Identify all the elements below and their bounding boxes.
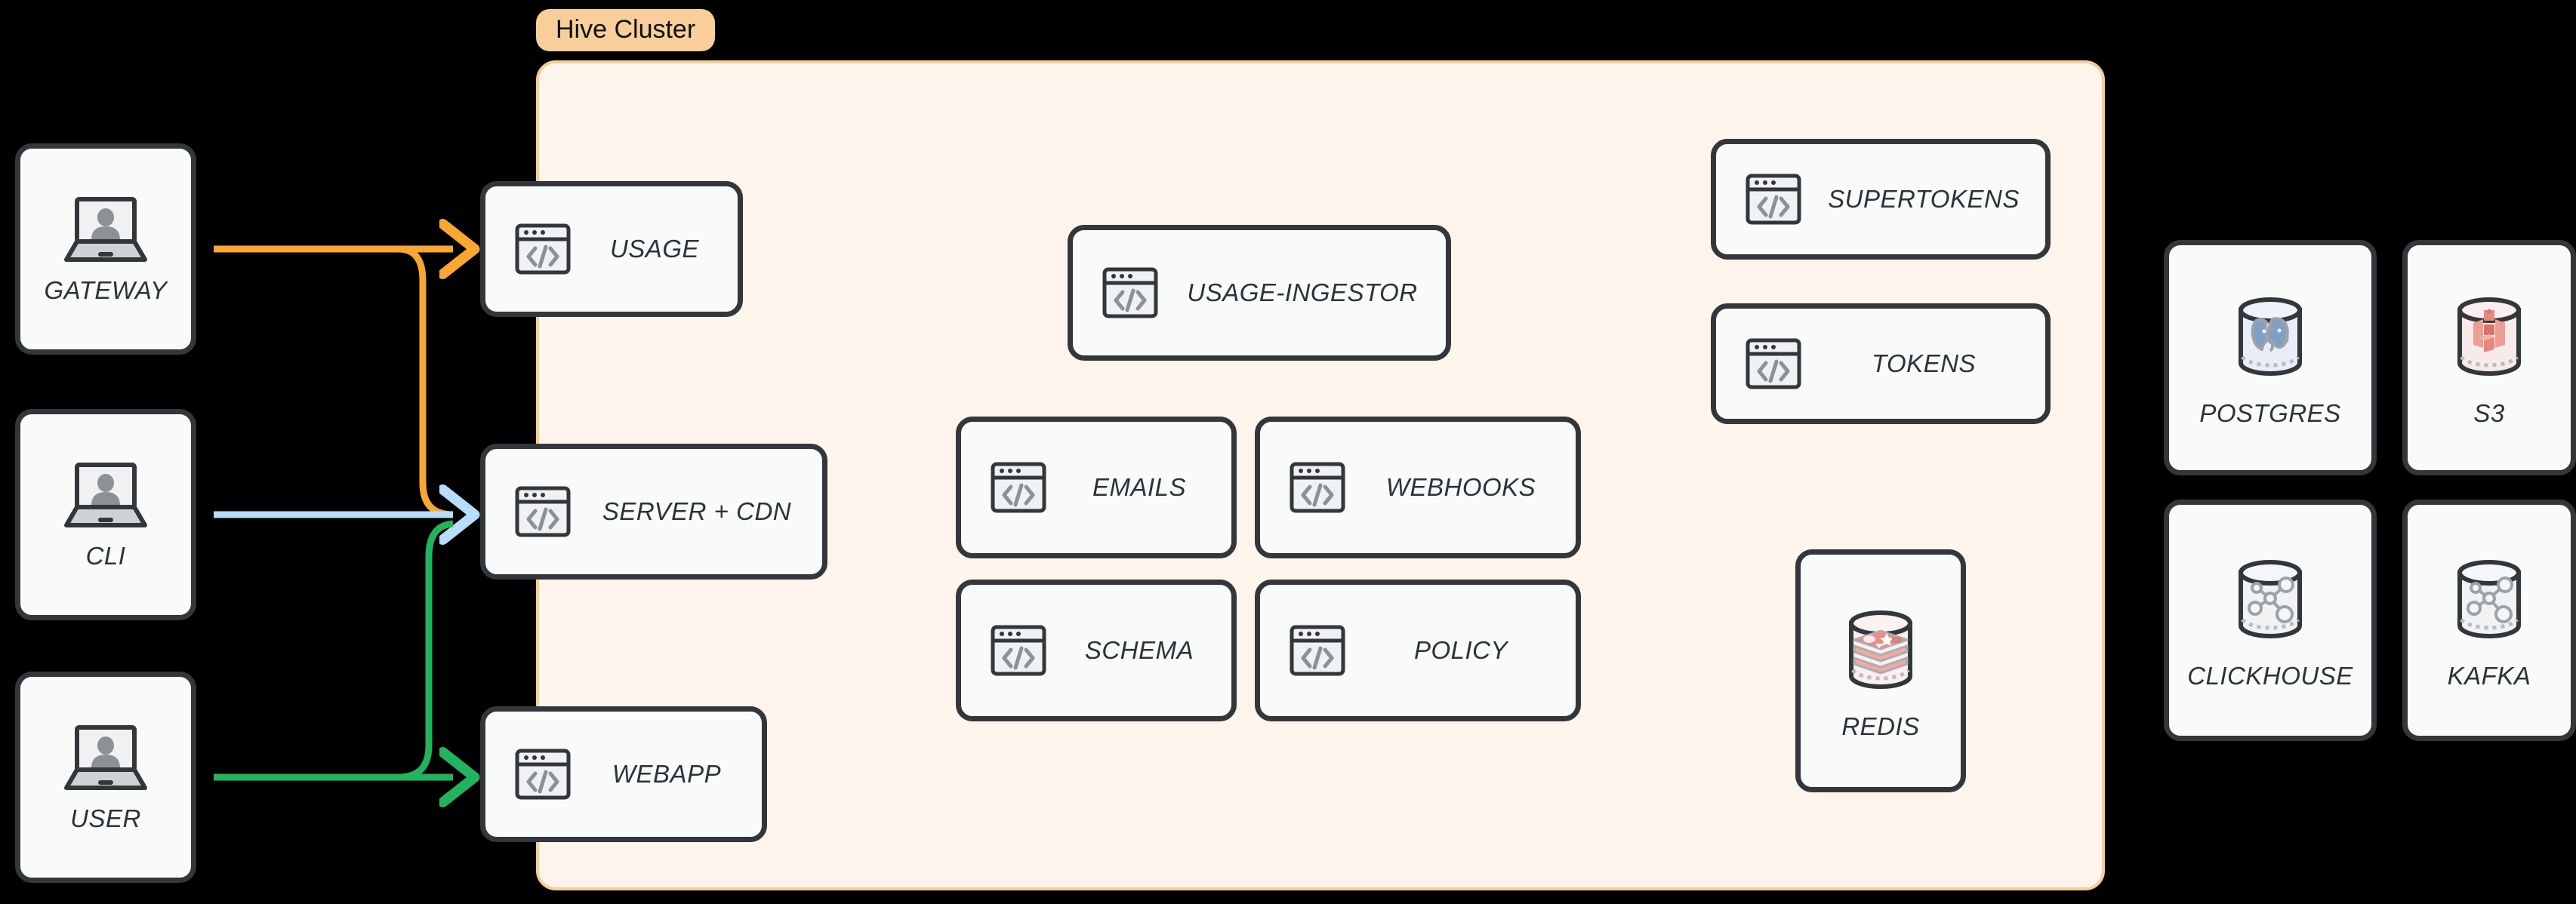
datastore-label: S3 (2473, 399, 2505, 427)
service-label: WEBHOOKS (1385, 473, 1536, 501)
code-window-icon (1745, 173, 1802, 226)
code-window-icon (1745, 337, 1802, 390)
client-node-user[interactable]: USER (15, 672, 196, 883)
service-label: SCHEMA (1084, 636, 1194, 664)
service-node-schema[interactable]: SCHEMA (956, 580, 1237, 721)
service-label: POLICY (1413, 636, 1508, 664)
hive-cluster-badge: Hive Cluster (536, 9, 716, 51)
service-node-policy[interactable]: POLICY (1255, 580, 1581, 721)
datastore-node-kafka[interactable]: KAFKA (2402, 500, 2576, 741)
datastore-label: CLICKHOUSE (2187, 662, 2353, 690)
service-node-supertokens[interactable]: SUPERTOKENS (1711, 139, 2051, 260)
service-node-webapp[interactable]: WEBAPP (480, 706, 767, 842)
service-label: USAGE-INGESTOR (1187, 278, 1418, 306)
code-window-icon (1289, 461, 1346, 514)
datastore-node-clickhouse[interactable]: CLICKHOUSE (2164, 500, 2377, 741)
datastore-label: POSTGRES (2199, 399, 2341, 427)
service-label: WEBAPP (612, 760, 722, 788)
service-label: EMAILS (1092, 473, 1187, 501)
graph-cylinder-icon (2221, 550, 2319, 648)
service-label: USAGE (609, 235, 700, 263)
datastore-node-redis[interactable]: REDIS (1795, 549, 1966, 792)
datastore-node-postgres[interactable]: POSTGRES (2164, 240, 2377, 475)
datastore-label: REDIS (1841, 712, 1920, 740)
datastore-node-s3[interactable]: S3 (2402, 240, 2576, 475)
redis-cylinder-icon (1832, 601, 1930, 699)
code-window-icon (514, 223, 572, 275)
code-window-icon (990, 624, 1047, 677)
service-node-tokens[interactable]: TOKENS (1711, 303, 2051, 424)
datastore-label: KAFKA (2447, 662, 2531, 690)
postgres-cylinder-icon (2221, 287, 2319, 386)
graph-cylinder-icon (2440, 550, 2538, 648)
edge-user-to-server-cdn (398, 520, 454, 781)
service-node-usage-ingestor[interactable]: USAGE-INGESTOR (1068, 225, 1451, 361)
service-label: SUPERTOKENS (1828, 185, 2020, 213)
client-label: CLI (85, 542, 126, 570)
laptop-user-icon (57, 459, 154, 531)
code-window-icon (1102, 266, 1159, 319)
service-node-emails[interactable]: EMAILS (956, 417, 1237, 558)
laptop-user-icon (57, 193, 154, 266)
edge-gateway-to-server-cdn (398, 245, 454, 518)
service-node-usage[interactable]: USAGE (480, 181, 743, 317)
client-node-cli[interactable]: CLI (15, 409, 196, 620)
client-label: GATEWAY (44, 276, 168, 304)
client-node-gateway[interactable]: GATEWAY (15, 143, 196, 355)
service-label: SERVER + CDN (602, 497, 792, 525)
service-label: TOKENS (1871, 349, 1977, 377)
code-window-icon (514, 485, 572, 538)
s3-cylinder-icon (2440, 287, 2538, 386)
service-node-server-cdn[interactable]: SERVER + CDN (480, 444, 827, 580)
code-window-icon (990, 461, 1047, 514)
service-node-webhooks[interactable]: WEBHOOKS (1255, 417, 1581, 558)
client-label: USER (70, 804, 141, 832)
code-window-icon (1289, 624, 1346, 677)
code-window-icon (514, 748, 572, 801)
laptop-user-icon (57, 721, 154, 794)
